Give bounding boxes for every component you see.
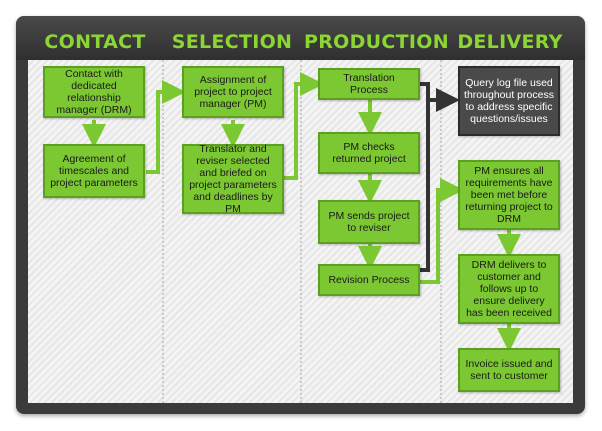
box-translation-process: Translation Process xyxy=(318,68,420,100)
box-assign-pm: Assignment of project to project manager… xyxy=(182,66,284,118)
box-pm-ensures: PM ensures all requirements have been me… xyxy=(458,160,560,230)
column-divider xyxy=(300,60,302,403)
box-revision-process: Revision Process xyxy=(318,264,420,296)
box-agreement: Agreement of timescales and project para… xyxy=(43,144,145,198)
column-title-delivery: DELIVERY xyxy=(457,31,563,53)
box-invoice: Invoice issued and sent to customer xyxy=(458,348,560,392)
box-query-log: Query log file used throughout process t… xyxy=(458,66,560,136)
box-drm-delivers: DRM delivers to customer and follows up … xyxy=(458,254,560,324)
box-contact-drm: Contact with dedicated relationship mana… xyxy=(43,66,145,118)
column-divider xyxy=(162,60,164,403)
column-title-contact: CONTACT xyxy=(44,31,146,53)
column-header-bar: CONTACT SELECTION PRODUCTION DELIVERY xyxy=(16,16,585,60)
column-title-selection: SELECTION xyxy=(171,31,293,53)
column-divider xyxy=(440,60,442,403)
box-translator-selected: Translator and reviser selected and brie… xyxy=(182,143,284,215)
column-title-production: PRODUCTION xyxy=(304,31,449,53)
box-pm-checks: PM checks returned project xyxy=(318,132,420,174)
box-pm-sends: PM sends project to reviser xyxy=(318,200,420,244)
